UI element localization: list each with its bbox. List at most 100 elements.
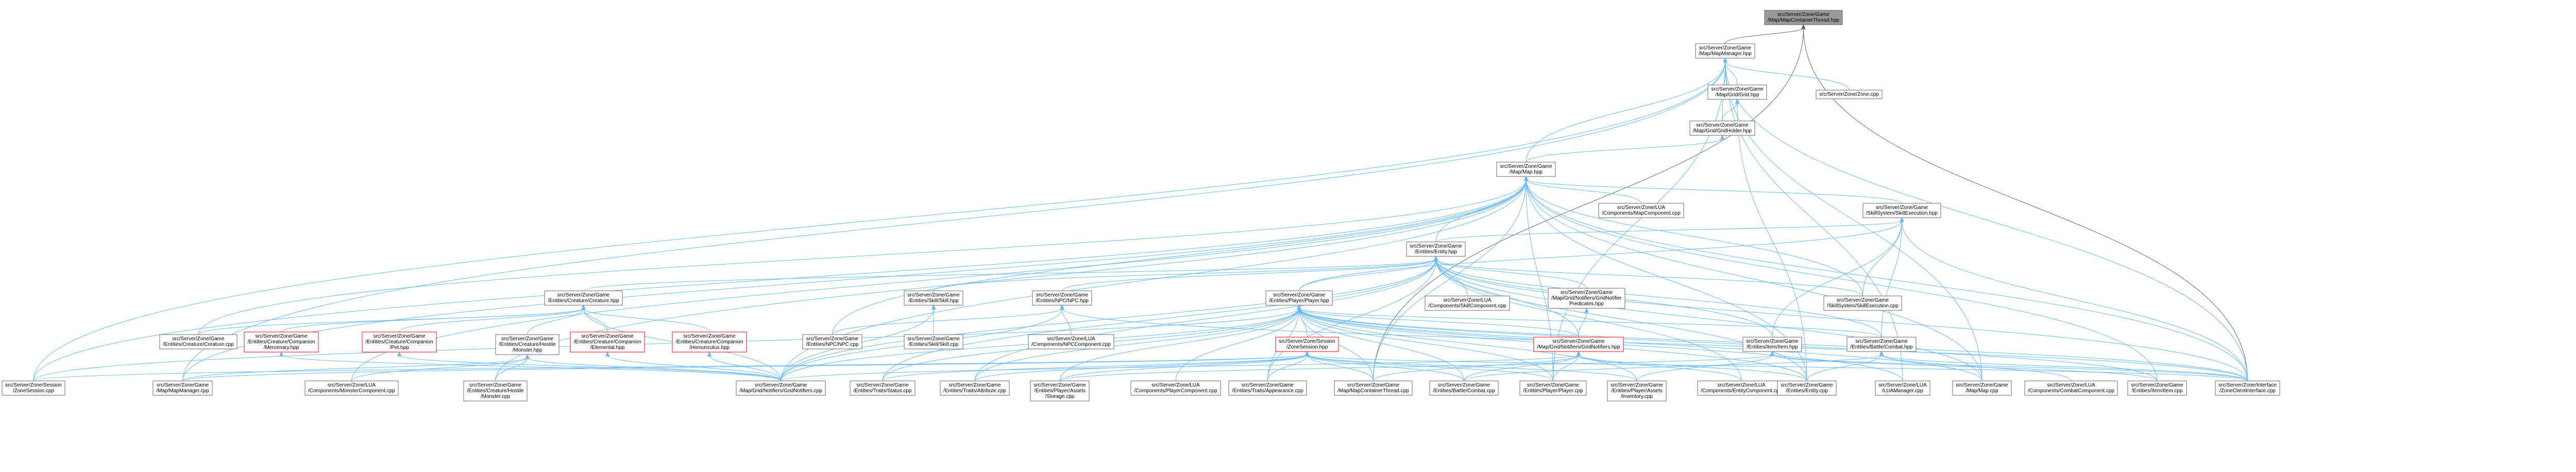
graph-node-label: /Entities/Item/Item.cpp [2132, 388, 2183, 394]
graph-node-label: src/Server/Zone/Game [469, 382, 522, 388]
graph-node[interactable]: src/Server/Zone/Game/Entities/Battle/Com… [1429, 380, 1499, 396]
graph-node-box [570, 331, 645, 353]
graph-node[interactable]: src/Server/Zone/Game/Entities/Traits/Att… [940, 380, 1010, 396]
graph-edge [1373, 27, 1804, 381]
graph-node-box [1846, 337, 1917, 352]
graph-node[interactable]: src/Server/Zone/Game/Entities/Creature/H… [495, 334, 560, 355]
graph-node[interactable]: src/Server/Zone/Game/Map/Grid/Notifiers/… [1548, 288, 1625, 309]
graph-node-label: src/Server/Zone/Game [1855, 339, 1908, 344]
graph-node[interactable]: src/Server/Zone/LUA/Components/MapCompon… [1598, 203, 1684, 218]
graph-node[interactable]: src/Server/Zone/Interface/ZoneClientInte… [2215, 380, 2280, 396]
graph-node[interactable]: src/Server/Zone/Game/Entities/Entity.hpp [1406, 241, 1466, 257]
graph-edge [1881, 220, 1902, 338]
graph-node[interactable]: src/Server/Zone/Game/Entities/Creature/C… [570, 331, 645, 353]
graph-node-box [1695, 43, 1755, 59]
graph-node[interactable]: src/Server/Zone/Game/SkillSystem/SkillEx… [1823, 295, 1902, 311]
graph-node[interactable]: src/Server/Zone/Game/Entities/Player/Pla… [1265, 290, 1333, 306]
graph-node[interactable]: src/Server/Zone/Game/Entities/Entity.cpp [1777, 380, 1837, 396]
graph-node[interactable]: src/Server/Zone/LUA/Components/CombatCom… [2024, 380, 2118, 396]
graph-edge [1062, 308, 2248, 381]
graph-node[interactable]: src/Server/Zone/Game/Entities/Item/Item.… [2127, 380, 2187, 396]
graph-node[interactable]: src/Server/Zone/Game/Entities/Creature/C… [544, 290, 623, 306]
graph-edge-arrowhead [1576, 351, 1581, 356]
graph-node-label: /ZoneClientInterface.cpp [2219, 388, 2276, 394]
graph-node-label: /Components/EntityComponent.cpp [1701, 388, 1782, 394]
graph-node-label: src/Server/Zone/Game [157, 382, 209, 388]
graph-node[interactable]: src/Server/Zone/Game/Map/Map.cpp [1952, 380, 2012, 396]
graph-node[interactable]: src/Server/Zone/Game/Map/MapManager.cpp [152, 380, 213, 396]
graph-edge [1722, 102, 1738, 121]
graph-node-label: /Entities/Skill/Skill.hpp [908, 298, 959, 304]
graph-edge [1435, 220, 1902, 242]
graph-edge [1725, 61, 1850, 91]
graph-node-label: src/Server/Zone/Game [856, 382, 909, 388]
graph-node-label: /Monster.hpp [513, 347, 543, 353]
graph-edge [1526, 179, 2158, 381]
graph-edge [1299, 308, 1553, 381]
graph-edge [1307, 354, 1553, 381]
graph-node[interactable]: src/Server/Zone/Game/Map/MapContainerThr… [1764, 10, 1843, 25]
graph-node[interactable]: src/Server/Zone/Game/Entities/Skill/Skil… [904, 290, 963, 306]
graph-edge [1307, 354, 2248, 381]
graph-node[interactable]: src/Server/Zone/Game/Entities/Creature/C… [362, 331, 437, 353]
graph-edge [1435, 259, 1982, 381]
graph-node[interactable]: src/Server/Zone/Zone.cpp [1816, 90, 1883, 99]
graph-node-label: /Entities/Battle/Combat.hpp [1850, 344, 1913, 350]
graph-node[interactable]: src/Server/Zone/Game/Map/Grid/Grid.hpp [1707, 84, 1767, 100]
graph-node[interactable]: src/Server/Zone/Session/ZoneSession.hpp [1275, 337, 1339, 352]
graph-node[interactable]: src/Server/Zone/Game/Map/Grid/Notifiers/… [736, 380, 826, 396]
graph-edge [1299, 308, 1464, 381]
graph-node[interactable]: src/Server/Zone/Game/Map/Map.hpp [1496, 162, 1556, 177]
graph-edge [781, 259, 1436, 381]
graph-node[interactable]: src/Server/Zone/Game/Entities/Creature/C… [159, 334, 238, 349]
graph-node[interactable]: src/Server/Zone/Game/Entities/Player/Ass… [1607, 380, 1667, 401]
graph-node[interactable]: src/Server/Zone/LUA/Components/NPCCompon… [1028, 334, 1114, 349]
graph-node[interactable]: src/Server/Zone/Game/SkillSystem/SkillEx… [1862, 203, 1941, 218]
graph-edge [1806, 354, 1882, 381]
graph-node[interactable]: src/Server/Zone/Game/Entities/Traits/App… [1228, 380, 1307, 396]
nodes-layer: src/Server/Zone/Game/Map/MapContainerThr… [2, 10, 2280, 401]
graph-node[interactable]: src/Server/Zone/Game/Entities/Creature/H… [463, 380, 528, 401]
graph-node-label: src/Server/Zone/Game [1552, 339, 1605, 344]
graph-node[interactable]: src/Server/Zone/Game/Entities/Traits/Sta… [850, 380, 916, 396]
graph-edge [1175, 308, 1299, 381]
graph-node-label: /Components/PlayerComponent.cpp [1134, 388, 1217, 394]
graph-node-label: /Elemental.hpp [590, 345, 625, 351]
graph-edge [1772, 354, 2158, 381]
graph-node[interactable]: src/Server/Zone/LUA/LUAManager.cpp [1875, 380, 1930, 396]
graph-node-box [1823, 295, 1902, 311]
graph-node[interactable]: src/Server/Zone/Game/Entities/Creature/C… [244, 331, 319, 353]
graph-edge [781, 179, 1527, 381]
graph-node[interactable]: src/Server/Zone/Game/Map/MapManager.hpp [1695, 43, 1755, 59]
graph-node-label: src/Server/Zone/Game [2131, 382, 2183, 388]
graph-edge-arrowhead [397, 351, 402, 357]
graph-edge-arrowhead [1297, 304, 1301, 310]
graph-node[interactable]: src/Server/Zone/Session/ZoneSession.cpp [2, 380, 65, 396]
graph-node[interactable]: src/Server/Zone/Game/Entities/Battle/Com… [1846, 337, 1917, 352]
graph-node[interactable]: src/Server/Zone/Game/Entities/NPC/NPC.cp… [802, 334, 862, 349]
graph-node-label: src/Server/Zone/Game [1347, 382, 1400, 388]
graph-node-label: /Entities/Entity.cpp [1786, 388, 1828, 394]
graph-node[interactable]: src/Server/Zone/Game/Map/Grid/GridHolder… [1689, 120, 1755, 136]
graph-node-label: /LUAManager.cpp [1882, 388, 1923, 394]
graph-edge [1307, 354, 1374, 381]
graph-node[interactable]: src/Server/Zone/Game/Entities/Item/Item.… [1742, 337, 1802, 352]
graph-node[interactable]: src/Server/Zone/LUA/Components/MonsterCo… [304, 380, 399, 396]
graph-node-label: /Mercenary.hpp [264, 345, 299, 351]
edges-layer [33, 24, 2248, 381]
graph-node[interactable]: src/Server/Zone/LUA/Components/EntityCom… [1697, 380, 1786, 396]
graph-edge-arrowhead [279, 351, 284, 357]
graph-node-label: /Entities/Creature/Companion [675, 339, 743, 345]
graph-node[interactable]: src/Server/Zone/Game/Entities/Player/Pla… [1519, 380, 1587, 396]
graph-node[interactable]: src/Server/Zone/LUA/Components/SkillComp… [1425, 295, 1510, 311]
graph-node[interactable]: src/Server/Zone/Game/Entities/NPC/NPC.hp… [1032, 290, 1092, 306]
graph-node[interactable]: src/Server/Zone/Game/Entities/Creature/C… [672, 331, 747, 353]
graph-edge [1299, 259, 1436, 291]
graph-node[interactable]: src/Server/Zone/Game/Entities/Skill/Skil… [904, 334, 963, 349]
graph-node[interactable]: src/Server/Zone/Game/Map/Grid/Notifiers/… [1533, 337, 1624, 352]
graph-edge [974, 354, 1308, 381]
graph-node[interactable]: src/Server/Zone/LUA/Components/PlayerCom… [1130, 380, 1221, 396]
graph-node[interactable]: src/Server/Zone/Game/Entities/Player/Ass… [1030, 380, 1090, 401]
graph-node[interactable]: src/Server/Zone/Game/Map/MapContainerThr… [1334, 380, 1413, 396]
